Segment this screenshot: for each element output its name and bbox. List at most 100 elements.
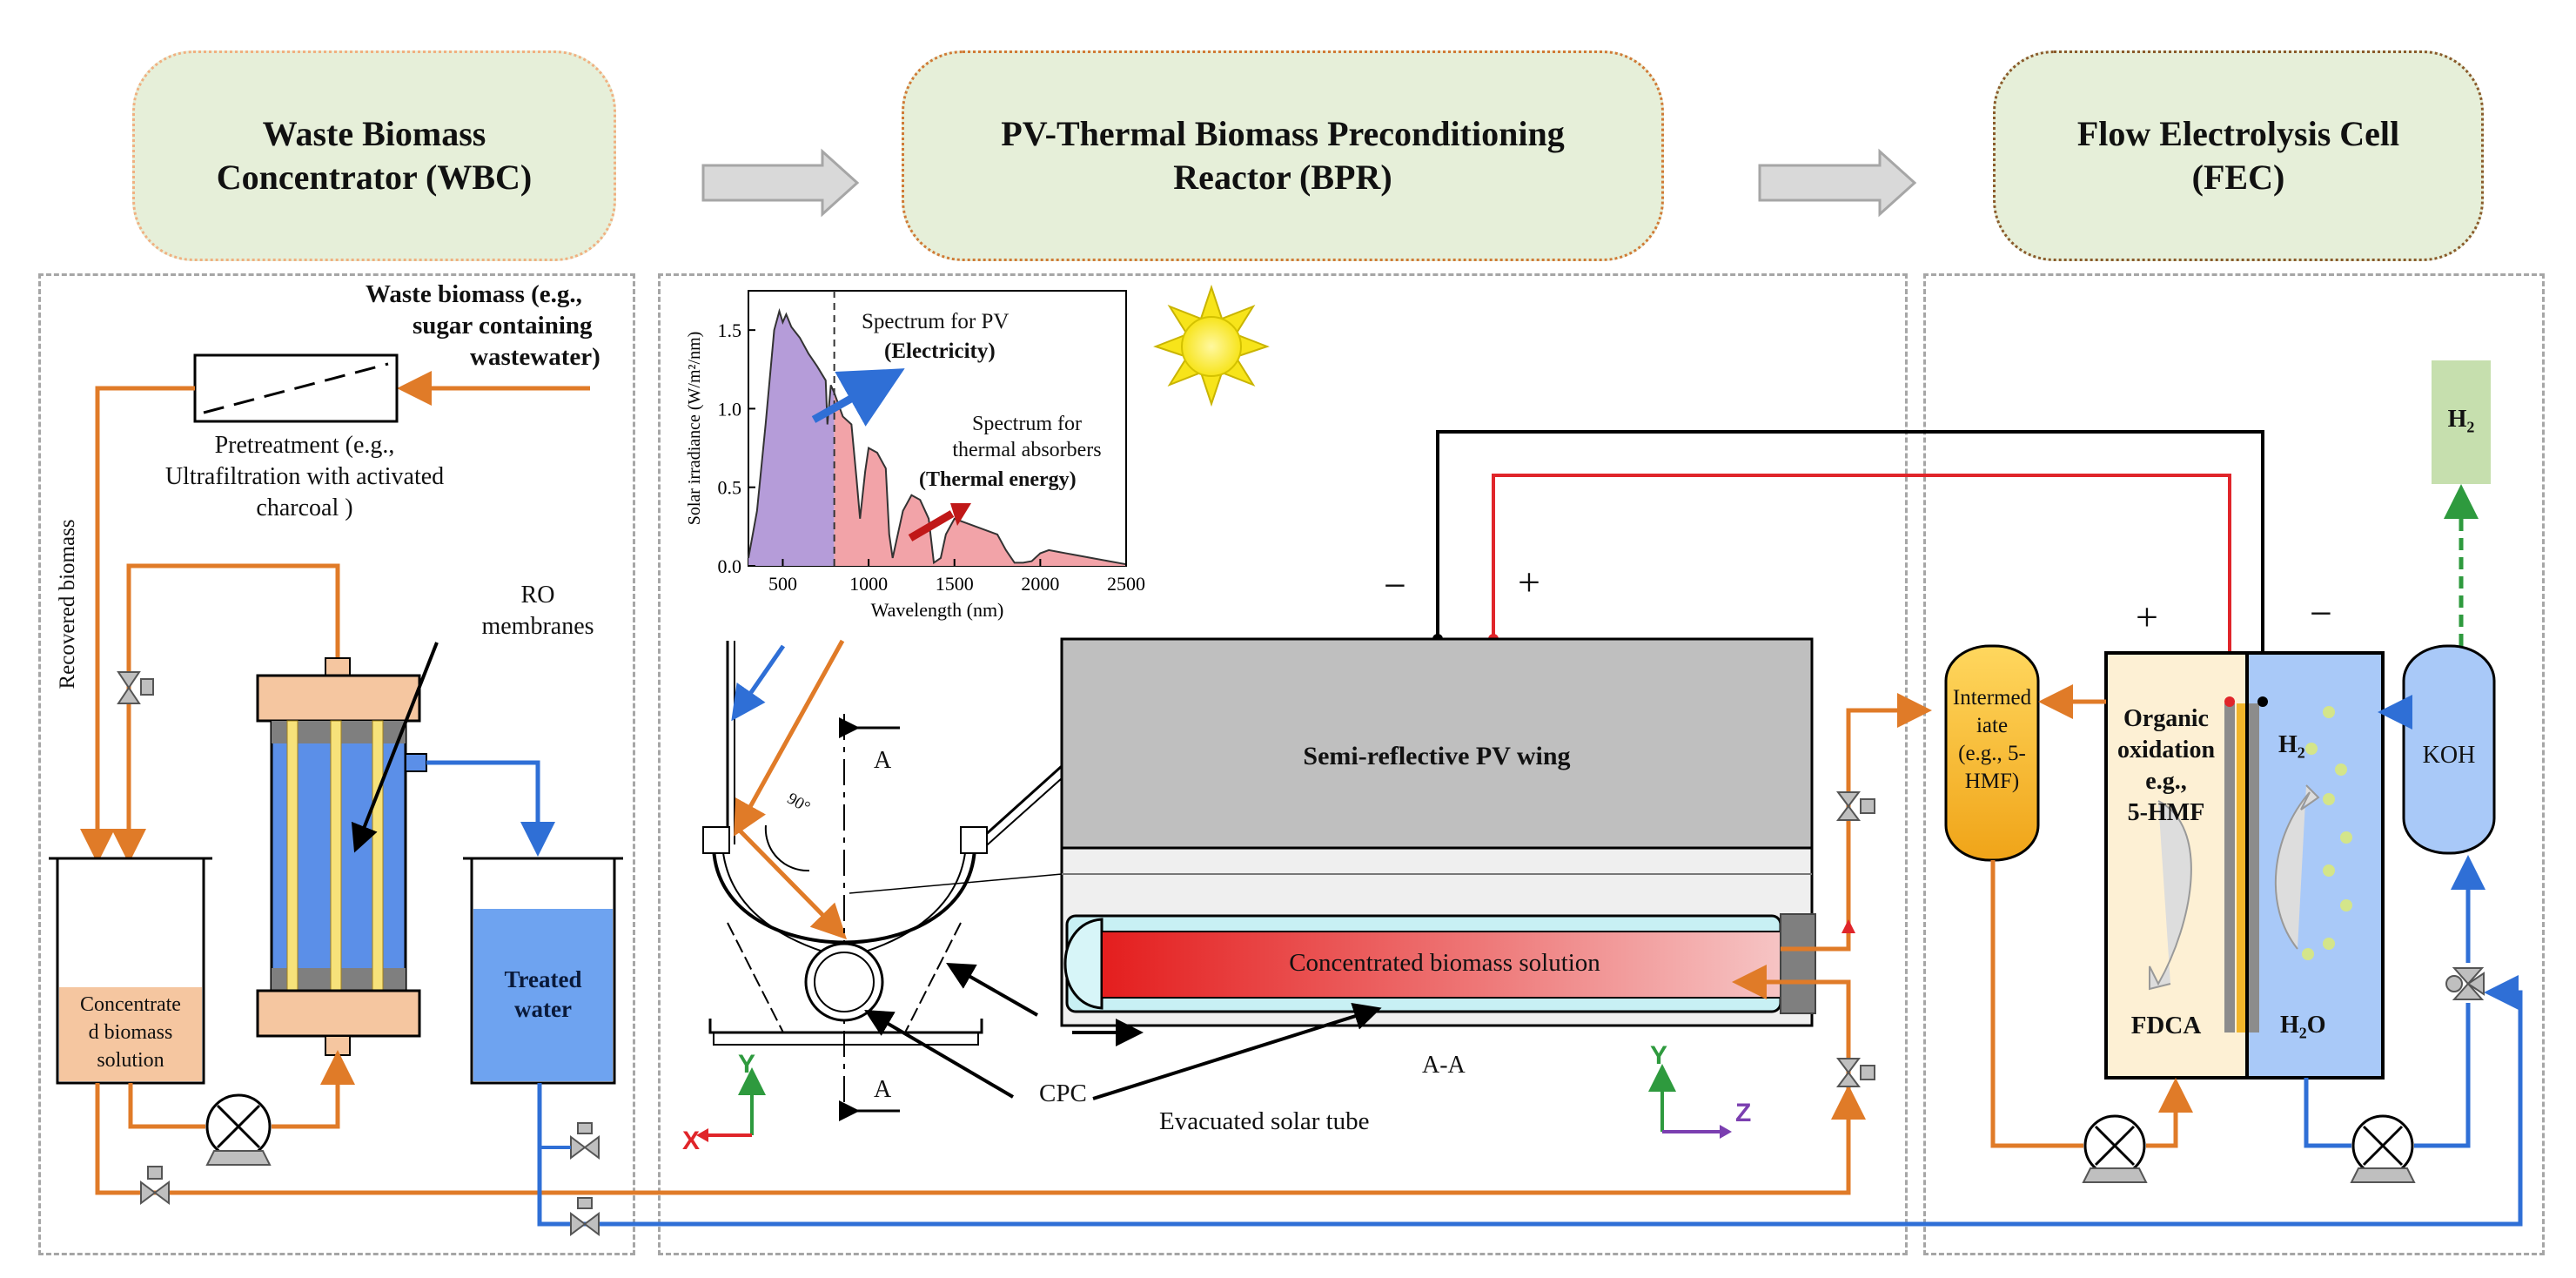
negative-sign: − <box>1384 563 1406 608</box>
wbc-section <box>38 273 635 1255</box>
x-tick-label: 1000 <box>849 573 888 595</box>
concentrated-solution-bar <box>1101 931 1788 999</box>
tube-label: Evacuated solar tube <box>1159 1107 1370 1135</box>
wbc-header: Waste Biomass Concentrator (WBC) <box>132 50 616 261</box>
pv-arrow <box>811 368 905 427</box>
ro-pointer-arrow <box>351 642 439 853</box>
bpr-valve-upper-icon <box>1836 791 1861 821</box>
section-a-top: A <box>874 747 892 774</box>
koh-three-way-valve-icon <box>2445 967 2485 1000</box>
intermediate-label: Intermed iate (e.g., 5- HMF) <box>1952 686 2032 793</box>
pump-to-anode-line <box>2146 1078 2193 1148</box>
thermal-arrow-head <box>950 503 971 526</box>
y-tick-label: 0.5 <box>718 477 742 499</box>
sun-icon <box>1153 284 1270 407</box>
tube-end-cap <box>1063 918 1104 1010</box>
cathode-electrode <box>2249 703 2259 1032</box>
recovered-biomass-label: Recovered biomass <box>56 519 79 689</box>
treated-valve-2-icon <box>570 1212 600 1236</box>
permeate-line <box>426 760 555 857</box>
concentrate-valve-icon <box>140 1180 170 1205</box>
section-a-bottom: A <box>874 1076 892 1103</box>
header-arrows <box>701 148 1917 218</box>
solution-label: Concentrated biomass solution <box>1289 949 1600 977</box>
thermal-arrow <box>908 510 955 541</box>
ro-return-line <box>111 563 340 864</box>
tube-outlet-fitting <box>1780 913 1816 1014</box>
treated-valve-1-icon <box>570 1135 600 1160</box>
incident-ray-orange <box>734 639 845 837</box>
pv-wing <box>1060 637 1814 850</box>
bpr-header-title: PV-Thermal Biomass Preconditioning React… <box>1001 114 1565 197</box>
cathode-chamber <box>2245 651 2385 1080</box>
fec-minus-sign: − <box>2310 591 2332 636</box>
feed-label-line1: Waste biomass (e.g., <box>366 280 582 308</box>
h2-product-label: H2 <box>2447 406 2475 436</box>
cpc-pointer <box>946 963 1038 1017</box>
pv-wing-label: Semi-reflective PV wing <box>1303 742 1571 770</box>
positive-sign: + <box>1518 560 1540 604</box>
reflected-ray-orange <box>736 827 848 940</box>
y-axis-label: Solar irradiance (W/m²/nm) <box>685 332 704 526</box>
y-tick-label: 1.5 <box>718 320 742 341</box>
anode-flow-arrow <box>2149 800 2192 991</box>
bpr-section <box>658 273 1908 1255</box>
ro-label: RO membranes <box>481 582 594 640</box>
recovered-biomass-line <box>80 386 195 864</box>
feed-label-line3: wastewater) <box>470 343 600 371</box>
x-tick-label: 1500 <box>936 573 974 595</box>
tube-inlet-line <box>1732 965 1851 1093</box>
axis-z-label: Z <box>1735 1099 1752 1127</box>
ro-membrane-1 <box>286 720 299 992</box>
x-tick-label: 500 <box>768 573 797 595</box>
axis-x-label: X <box>682 1127 701 1155</box>
treated-water-liquid <box>473 909 613 1081</box>
concentrate-to-pump-line <box>128 1083 205 1129</box>
h2-product-box <box>2432 360 2491 484</box>
concentrate-to-bpr-line <box>95 1083 1866 1195</box>
positive-wire <box>1492 474 2231 703</box>
thermal-spectrum-area <box>834 393 1126 566</box>
fec-plus-sign: + <box>2136 595 2158 639</box>
negative-wire <box>1436 430 2264 703</box>
anode-label: Organic oxidation e.g., 5-HMF <box>2116 705 2216 826</box>
thermal-spectrum-label: Spectrum for thermal absorbers <box>952 413 1102 461</box>
x-tick-label: 2500 <box>1107 573 1145 595</box>
concentrate-label: Concentrate d biomass solution <box>80 993 181 1072</box>
return-valve-icon <box>117 671 141 704</box>
h2-cell-label: H2 <box>2278 731 2305 762</box>
axis-y-label: Y <box>738 1050 756 1079</box>
cathode-to-pump-line <box>2304 1078 2351 1148</box>
fec-header-title: Flow Electrolysis Cell (FEC) <box>2076 114 2400 197</box>
treated-water-outlet-line <box>537 975 2523 1227</box>
pretreatment-filter-line <box>203 362 389 414</box>
pv-spectrum-label: Spectrum for PV <box>862 310 1010 333</box>
y-tick-label: 0.0 <box>718 555 742 577</box>
section-aa-label: A-A <box>1422 1052 1466 1079</box>
pv-spectrum-bold: (Electricity) <box>884 340 996 363</box>
concentrate-liquid <box>59 987 202 1081</box>
axes-triad-yz <box>1648 1064 1732 1139</box>
anode-electrode <box>2224 703 2235 1032</box>
spectrum-series-line <box>748 307 1127 566</box>
bpr-valve-lower-icon <box>1836 1058 1861 1087</box>
wbc-header-title: Waste Biomass Concentrator (WBC) <box>216 114 533 197</box>
y-tick-label: 1.0 <box>718 398 742 420</box>
ro-bottom-cap <box>256 989 421 1038</box>
ro-permeate-port <box>405 753 427 772</box>
ro-membrane-3 <box>372 720 384 992</box>
arrow-bpr-to-fec <box>1758 148 1917 218</box>
incident-ray-blue <box>731 644 786 722</box>
cpc-cross-section <box>702 639 1382 1121</box>
cathode-flow-arrow <box>2274 784 2320 950</box>
feed-label-line2: sugar containing <box>413 312 593 340</box>
fec-header: Flow Electrolysis Cell (FEC) <box>1993 50 2484 261</box>
axes-triad-xy <box>696 1067 766 1142</box>
h2o-label: H2O <box>2280 1012 2326 1042</box>
tube-outlet-line <box>1781 693 1932 952</box>
arrow-wbc-to-bpr <box>701 148 860 218</box>
cpc-label: CPC <box>1039 1080 1087 1107</box>
